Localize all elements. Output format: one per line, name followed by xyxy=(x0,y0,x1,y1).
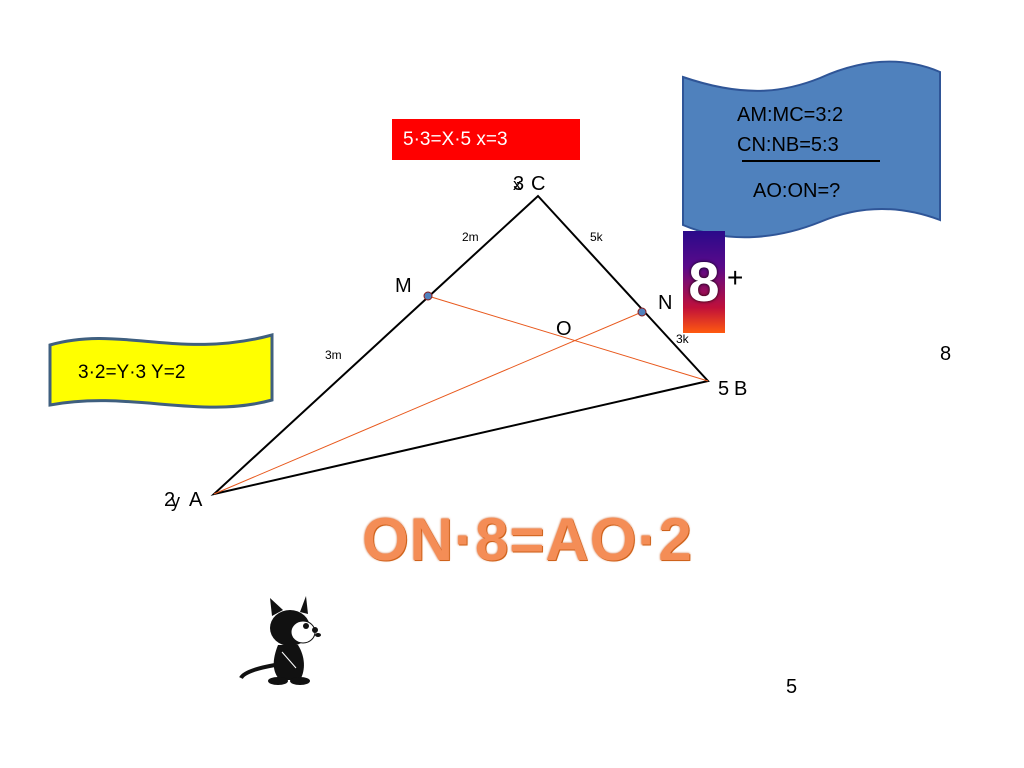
label-b-number: 5 xyxy=(718,378,730,400)
label-segment-2m: 2m xyxy=(462,230,479,244)
cevian-an xyxy=(213,311,643,495)
label-a-number: 2 xyxy=(164,489,176,511)
label-point-n: N xyxy=(658,292,673,314)
label-vertex-a: A xyxy=(189,489,203,511)
eight-tile: 8 xyxy=(683,231,725,333)
result-equation: ON·8=AO·2 xyxy=(362,506,693,573)
side-number-eight: 8 xyxy=(940,343,952,365)
label-point-m: M xyxy=(395,275,412,297)
label-c-var-x: x xyxy=(513,175,522,194)
blue-banner-shape xyxy=(682,60,941,239)
label-a-var-y: y xyxy=(171,491,180,511)
triangle-abc xyxy=(210,194,710,496)
blue-banner-line3: AO:ON=? xyxy=(753,180,841,202)
label-c-number-3: 3 xyxy=(513,173,525,195)
blue-banner-line1: AM:MC=3:2 xyxy=(737,104,844,126)
yellow-banner-shape xyxy=(48,333,274,409)
point-m xyxy=(423,291,433,301)
label-vertex-b: B xyxy=(734,378,748,400)
label-vertex-c: C xyxy=(531,173,546,195)
label-segment-5k: 5k xyxy=(590,230,603,244)
red-equation-banner: 5·3=X·5 x=3 xyxy=(392,119,580,160)
label-segment-3m: 3m xyxy=(325,348,342,362)
bottom-number-five: 5 xyxy=(786,676,798,698)
plus-sign: + xyxy=(727,262,744,293)
blue-banner-line2: CN:NB=5:3 xyxy=(737,134,839,156)
label-point-o: O xyxy=(556,318,572,340)
cat-cartoon-icon xyxy=(239,596,321,685)
label-segment-3k: 3k xyxy=(676,332,689,346)
yellow-equation-text: 3·2=Y·3 Y=2 xyxy=(78,362,186,383)
cevian-am-b xyxy=(427,295,709,382)
point-n xyxy=(637,307,647,317)
